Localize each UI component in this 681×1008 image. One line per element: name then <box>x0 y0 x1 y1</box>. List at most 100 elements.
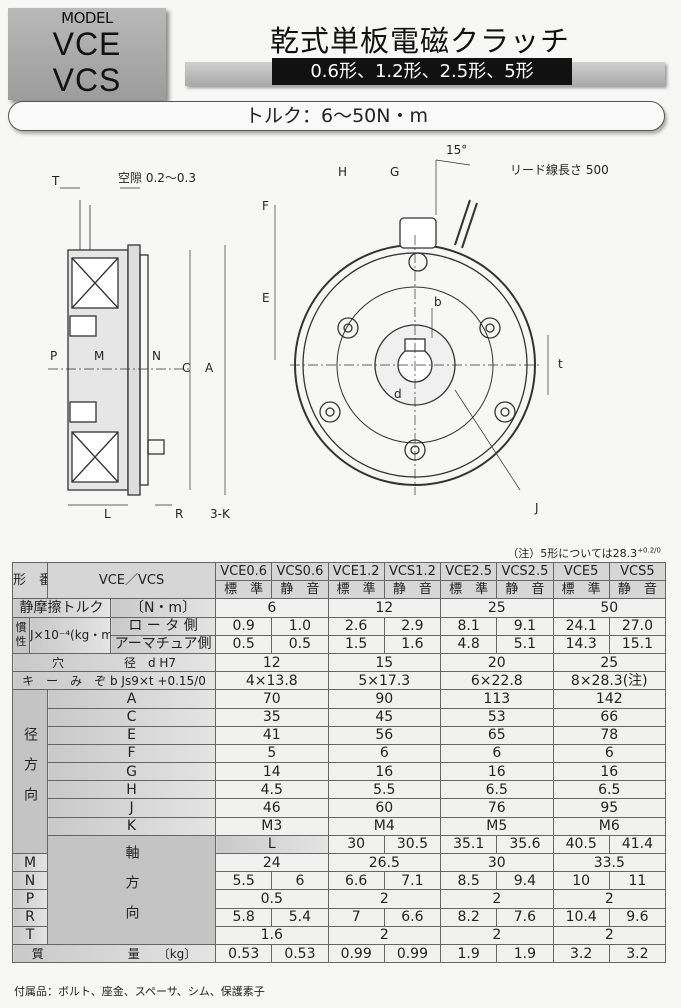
label-j: J <box>534 501 539 515</box>
table-cell: 24 <box>215 852 329 873</box>
table-cell: 標 準 <box>215 580 273 600</box>
table-cell: 標 準 <box>327 580 385 600</box>
table-cell: 26.5 <box>327 852 442 873</box>
table-cell: 0.99 <box>327 943 385 964</box>
table-cell: M3 <box>215 816 329 836</box>
table-cell: 41 <box>215 725 329 745</box>
row-header: G <box>47 762 217 782</box>
table-cell: 0.5 <box>215 889 329 909</box>
table-cell: 静 音 <box>496 580 554 600</box>
table-cell: 4.8 <box>440 634 498 654</box>
table-cell: M4 <box>327 816 442 836</box>
table-cell: 14.3 <box>552 634 610 654</box>
table-cell: 7 <box>327 907 385 927</box>
row-header: H <box>47 780 217 800</box>
table-cell: 1.9 <box>440 943 498 964</box>
table-cell: VCS0.6 <box>271 561 329 582</box>
table-cell: 静 音 <box>608 580 667 600</box>
row-header: 〔N・m〕 <box>110 598 217 618</box>
table-cell: 65 <box>440 725 554 745</box>
table-cell: 静 音 <box>383 580 442 600</box>
label-d: d <box>394 387 402 401</box>
label-t-dim: T <box>51 174 60 188</box>
label-angle: 15° <box>446 143 467 157</box>
table-cell: 5×17.3 <box>327 671 442 691</box>
table-cell: 標 準 <box>440 580 498 600</box>
label-3k: 3-K <box>210 507 231 521</box>
table-cell: 6 <box>552 743 667 764</box>
table-cell: VCE5 <box>552 561 610 582</box>
table-cell: 6 <box>271 871 329 891</box>
row-header: C <box>47 707 217 727</box>
table-cell: 9.6 <box>608 907 667 927</box>
table-cell: M6 <box>552 816 667 836</box>
table-cell: 16 <box>552 762 667 782</box>
row-header: 径方向 <box>11 689 49 854</box>
table-cell: 24.1 <box>552 616 610 636</box>
table-cell: 35.6 <box>496 834 554 855</box>
label-g: G <box>390 165 399 179</box>
table-cell: 8×28.3(注) <box>552 671 667 691</box>
table-cell: 2 <box>327 925 442 945</box>
table-cell: 78 <box>552 725 667 745</box>
table-cell: 56 <box>327 725 442 745</box>
table-cell: 静 音 <box>271 580 329 600</box>
table-cell: 5.4 <box>271 907 329 927</box>
row-header: T <box>11 925 49 945</box>
label-lead: リード線長さ 500 <box>510 162 609 177</box>
label-f: F <box>262 199 269 213</box>
model-vce: VCE <box>52 26 122 62</box>
table-cell: 6×22.8 <box>440 671 554 691</box>
table-cell: 9.1 <box>496 616 554 636</box>
table-cell: 27.0 <box>608 616 667 636</box>
table-cell: 4×13.8 <box>215 671 329 691</box>
table-cell: 46 <box>215 798 329 818</box>
table-cell: 35 <box>215 707 329 727</box>
row-header: R <box>11 907 49 927</box>
table-cell: 4.5 <box>215 780 329 800</box>
row-header: M <box>11 852 49 873</box>
table-cell: 2.6 <box>327 616 385 636</box>
table-cell: 5.5 <box>327 780 442 800</box>
table-cell: 6 <box>440 743 554 764</box>
table-cell: VCE1.2 <box>327 561 385 582</box>
table-cell: 6.5 <box>552 780 667 800</box>
table-cell: 6 <box>327 743 442 764</box>
table-cell: VCS2.5 <box>496 561 554 582</box>
label-p: P <box>50 349 57 363</box>
table-cell: VCS1.2 <box>383 561 442 582</box>
table-cell: 0.5 <box>215 634 273 654</box>
table-cell: 8.1 <box>440 616 498 636</box>
row-header: J×10⁻⁴(kg・m²) <box>28 616 112 654</box>
row-header: VCE／VCS <box>47 561 217 600</box>
label-c: C <box>182 361 190 375</box>
table-cell: 7.1 <box>383 871 442 891</box>
table-cell: 30.5 <box>383 834 442 855</box>
label-e: E <box>262 291 270 305</box>
table-cell: 0.9 <box>215 616 273 636</box>
row-header: 穴 径 d H7 <box>11 652 217 673</box>
table-cell: 1.6 <box>215 925 329 945</box>
table-cell: 10.4 <box>552 907 610 927</box>
table-note: （注）5形については28.3+0.2/0 <box>507 545 661 561</box>
note-text: （注）5形については28.3 <box>507 547 638 560</box>
label-a: A <box>205 361 214 375</box>
row-header: ロ ー タ 側 <box>110 616 217 636</box>
row-header: K <box>47 816 217 836</box>
table-cell: 45 <box>327 707 442 727</box>
table-cell: 0.53 <box>215 943 273 964</box>
table-cell: 10 <box>552 871 610 891</box>
table-cell: 66 <box>552 707 667 727</box>
torque-banner: トルク：6～50N・m <box>8 101 665 131</box>
model-label: MODEL <box>61 9 113 27</box>
dimension-drawing: T 空隙 0.2～0.3 P M N C A L R 3-K H G 15° リ… <box>48 143 609 521</box>
